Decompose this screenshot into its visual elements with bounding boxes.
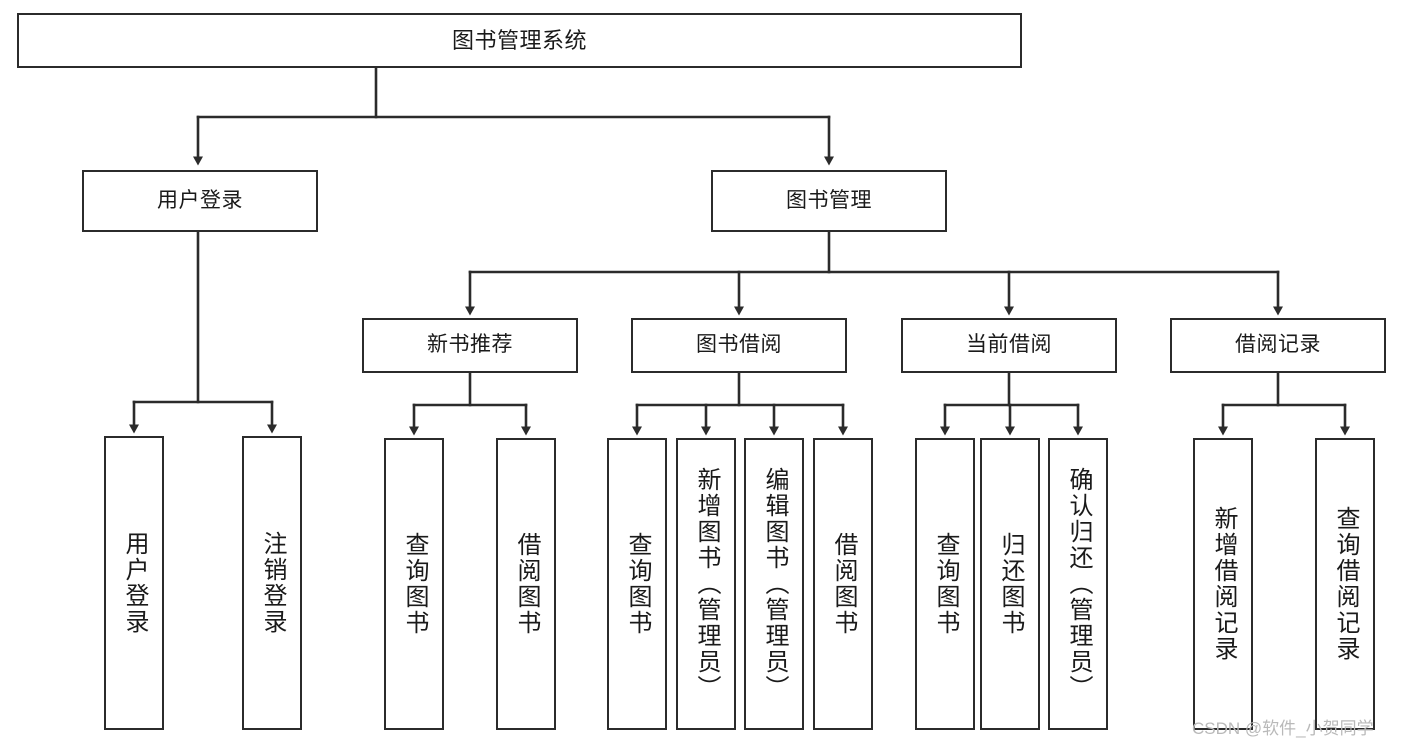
node-label: 借阅图书 — [513, 532, 540, 636]
leaf-book-borrow-query-books[interactable]: 查询图书 — [607, 438, 667, 730]
node-current-borrowing[interactable]: 当前借阅 — [901, 318, 1117, 373]
leaf-borrow-record-query-record[interactable]: 查询借阅记录 — [1315, 438, 1375, 730]
leaf-user-login-logout[interactable]: 注销登录 — [242, 436, 302, 730]
node-label: 编辑图书（管理员） — [761, 467, 788, 701]
node-label: 图书借阅 — [696, 333, 782, 357]
csdn-watermark: CSDN @软件_小贺同学 — [1192, 719, 1374, 738]
node-root-library-management-system[interactable]: 图书管理系统 — [17, 13, 1022, 68]
node-label: 新书推荐 — [427, 333, 513, 357]
leaf-book-borrow-borrow-books[interactable]: 借阅图书 — [813, 438, 873, 730]
node-book-management[interactable]: 图书管理 — [711, 170, 947, 232]
leaf-new-book-borrow-books[interactable]: 借阅图书 — [496, 438, 556, 730]
node-borrowing-record[interactable]: 借阅记录 — [1170, 318, 1386, 373]
node-book-borrowing[interactable]: 图书借阅 — [631, 318, 847, 373]
leaf-current-borrow-return-books[interactable]: 归还图书 — [980, 438, 1040, 730]
node-user-login[interactable]: 用户登录 — [82, 170, 318, 232]
node-label: 用户登录 — [121, 531, 148, 635]
leaf-book-borrow-edit-book-admin[interactable]: 编辑图书（管理员） — [744, 438, 804, 730]
node-label: 新增图书（管理员） — [693, 467, 720, 701]
node-label: 用户登录 — [157, 188, 243, 212]
node-label: 查询图书 — [401, 532, 428, 636]
leaf-user-login-login[interactable]: 用户登录 — [104, 436, 164, 730]
leaf-current-borrow-confirm-return-admin[interactable]: 确认归还（管理员） — [1048, 438, 1108, 730]
node-label: 归还图书 — [997, 532, 1024, 636]
node-label: 查询图书 — [932, 532, 959, 636]
node-label: 借阅图书 — [830, 532, 857, 636]
node-label: 图书管理系统 — [451, 27, 587, 53]
node-label: 图书管理 — [786, 188, 872, 212]
node-label: 查询借阅记录 — [1332, 506, 1359, 662]
node-label: 查询图书 — [624, 532, 651, 636]
leaf-current-borrow-query-books[interactable]: 查询图书 — [915, 438, 975, 730]
node-new-book-recommendation[interactable]: 新书推荐 — [362, 318, 578, 373]
leaf-borrow-record-add-record[interactable]: 新增借阅记录 — [1193, 438, 1253, 730]
node-label: 借阅记录 — [1235, 333, 1321, 357]
node-label: 新增借阅记录 — [1210, 506, 1237, 662]
leaf-new-book-query-books[interactable]: 查询图书 — [384, 438, 444, 730]
leaf-book-borrow-add-book-admin[interactable]: 新增图书（管理员） — [676, 438, 736, 730]
node-label: 确认归还（管理员） — [1065, 467, 1092, 701]
node-label: 注销登录 — [259, 531, 286, 635]
node-label: 当前借阅 — [966, 333, 1052, 357]
